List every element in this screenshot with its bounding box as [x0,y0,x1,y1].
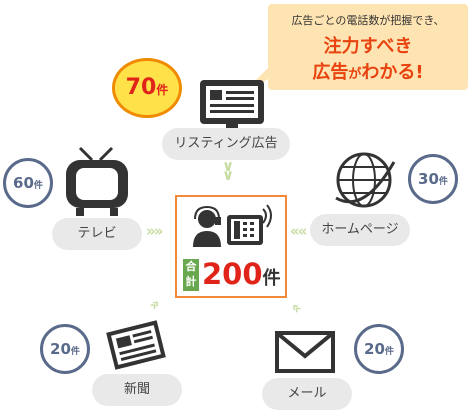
newspaper-label: 新聞 [92,374,182,406]
callout-bubble: 広告ごとの電話数が把握でき、 注力すべき 広告がわかる! [268,4,468,90]
homepage-label: ホームページ [310,214,410,246]
total-label: 合 計 [183,259,199,291]
mail-count-badge: 20件 [354,324,404,374]
operator-icon [193,205,221,247]
callout-line-2: 注力すべき [323,36,413,57]
newspaper-icon [106,320,166,370]
arrow-up-left-chevrons: « [286,297,305,317]
arrow-up-right-chevrons: » [144,295,163,315]
total-value: 200件 [202,257,281,291]
tv-icon [66,146,128,216]
phone-icon [227,204,272,245]
mail-icon [275,331,335,373]
newspaper-count-badge: 20件 [40,324,90,374]
arrow-left-chevrons: «« [290,222,307,240]
globe-icon [335,152,396,208]
homepage-count-badge: 30件 [408,154,458,204]
monitor-icon [200,80,264,139]
arrow-down-chevrons: ∨∨ [222,157,234,184]
arrow-right-chevrons: »» [146,222,163,240]
listing-count-badge: 70件 [112,58,182,118]
tv-label: テレビ [52,218,142,250]
mail-label: メール [262,378,352,410]
tv-count-badge: 60件 [3,158,53,208]
listing-label: リスティング広告 [162,128,290,160]
callout-line-1: 広告ごとの電話数が把握でき、 [291,14,445,27]
callout-line-3: 広告がわかる! [312,62,424,83]
total-box: 合 計 200件 [175,195,287,298]
